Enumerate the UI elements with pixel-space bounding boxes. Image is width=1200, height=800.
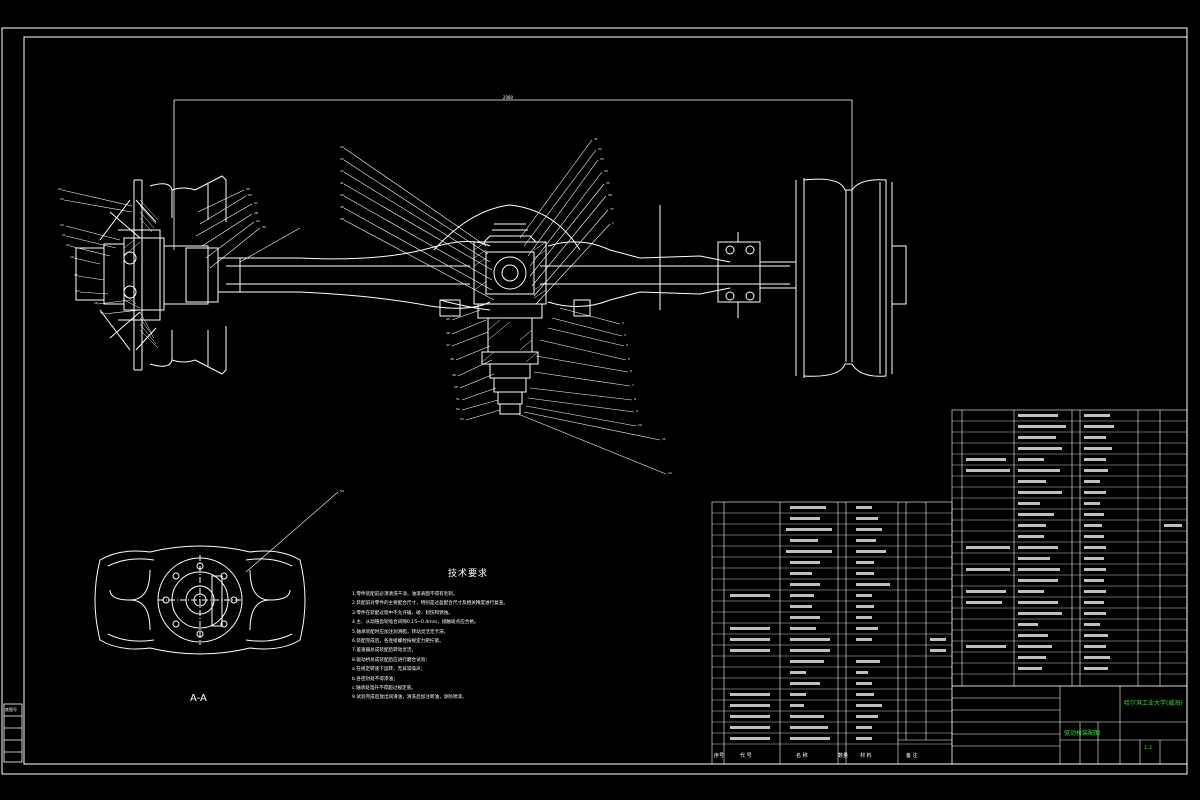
svg-text:23: 23 — [60, 197, 64, 201]
svg-text:27: 27 — [254, 201, 258, 205]
note-line: 9.试验完成后放出润滑油，清洗后加注新油，涂防锈漆。 — [352, 695, 467, 701]
note-line: 3.零件在装配过程中不允许磕、碰、划伤和锈蚀。 — [352, 610, 453, 616]
drawing-frame — [1, 27, 1188, 775]
svg-text:8: 8 — [634, 397, 636, 401]
svg-text:18: 18 — [74, 273, 78, 277]
bom-header-seq: 序号 — [714, 753, 725, 759]
svg-text:34: 34 — [604, 169, 608, 173]
svg-text:21: 21 — [62, 233, 66, 237]
axle-housing — [226, 204, 790, 311]
note-line: 1.零件装配前必须清洗干净，油漆表面不得有毛刺。 — [352, 592, 458, 597]
svg-text:10: 10 — [638, 423, 642, 427]
svg-text:29: 29 — [256, 219, 260, 223]
note-line: 5.轴承装配时应加注润滑脂，转动灵活无卡滞。 — [352, 629, 449, 635]
svg-text:22: 22 — [60, 223, 64, 227]
svg-text:48: 48 — [450, 357, 454, 361]
svg-text:19: 19 — [70, 255, 74, 259]
note-line: b.各密封处不得渗油； — [352, 676, 398, 682]
svg-text:40: 40 — [340, 193, 344, 197]
svg-text:46: 46 — [446, 331, 450, 335]
svg-text:24: 24 — [58, 187, 62, 191]
svg-text:39: 39 — [340, 205, 344, 209]
svg-text:6: 6 — [630, 369, 632, 373]
title-block-school: 哈尔滨工业大学(威海) — [1124, 700, 1183, 707]
svg-text:26: 26 — [248, 193, 252, 197]
note-line: a.在规定转速下运转，无异常噪声； — [352, 667, 426, 673]
section-aa-view — [94, 545, 306, 655]
svg-text:25: 25 — [246, 187, 250, 191]
svg-text:17: 17 — [76, 289, 80, 293]
svg-text:36: 36 — [608, 193, 612, 197]
svg-text:5: 5 — [628, 357, 630, 361]
svg-text:35: 35 — [606, 181, 610, 185]
svg-text:20: 20 — [66, 243, 70, 247]
left-stamp-block — [3, 703, 23, 763]
svg-text:1: 1 — [612, 221, 614, 225]
title-block-drawing-name: 驱动桥装配图 — [1064, 730, 1101, 737]
note-line: 7.差速器总成装配后转动灵活。 — [352, 648, 417, 654]
svg-text:54: 54 — [340, 489, 344, 493]
bom-header-name: 名 称 — [796, 753, 808, 759]
bom-lower — [711, 501, 953, 765]
svg-text:28: 28 — [254, 211, 258, 215]
svg-text:50: 50 — [454, 385, 458, 389]
svg-text:41: 41 — [340, 181, 344, 185]
bom-header-material: 材 料 — [860, 753, 872, 759]
svg-text:37: 37 — [610, 207, 614, 211]
svg-text:2: 2 — [622, 321, 624, 325]
bom-header-qty: 数量 — [838, 753, 849, 759]
svg-text:53: 53 — [460, 417, 464, 421]
title-block — [951, 685, 1188, 765]
bom-header-remark: 备 注 — [906, 753, 918, 759]
svg-text:44: 44 — [340, 145, 344, 149]
svg-text:47: 47 — [446, 343, 450, 347]
svg-text:16: 16 — [94, 301, 98, 305]
section-aa-label: A-A — [190, 693, 207, 704]
title-block-scale: 1:2 — [1144, 745, 1153, 751]
svg-text:51: 51 — [456, 397, 460, 401]
bom-upper-text-bars — [966, 414, 1182, 670]
bom-lower-rows — [712, 512, 952, 745]
svg-text:30: 30 — [262, 225, 266, 229]
svg-text:12: 12 — [668, 471, 672, 475]
differential-carrier — [439, 223, 591, 415]
note-line: c.轴承处温升不得超过规定值。 — [352, 686, 416, 692]
note-line: 4.主、从动锥齿轮啮合间隙0.15~0.4mm，接触斑点应合格。 — [352, 620, 479, 626]
left-stamp-label: 底图号 — [5, 707, 17, 712]
svg-text:9: 9 — [636, 409, 638, 413]
note-line: 8.驱动桥总成装配后应进行磨合试验： — [352, 657, 430, 663]
left-wheel-assembly — [75, 175, 241, 375]
left-hub-hatching — [123, 199, 159, 349]
svg-text:42: 42 — [340, 169, 344, 173]
svg-text:3: 3 — [624, 333, 626, 337]
note-line: 6.装配完成后，各连接螺栓按规定力矩拧紧。 — [352, 639, 444, 645]
bom-upper-rows — [952, 420, 1187, 675]
differential-hatching — [473, 241, 547, 363]
svg-text:38: 38 — [340, 217, 344, 221]
svg-text:45: 45 — [446, 317, 450, 321]
bom-header-code: 代 号 — [740, 753, 752, 759]
overall-dimension — [173, 99, 853, 250]
svg-text:52: 52 — [456, 407, 460, 411]
leader-lines — [61, 139, 667, 573]
svg-text:4: 4 — [626, 343, 628, 347]
technical-notes: 1.零件装配前必须清洗干净，油漆表面不得有毛刺。 2.装配前对零件的主要配合尺寸… — [352, 590, 692, 703]
svg-text:15: 15 — [100, 311, 104, 315]
technical-requirements-title: 技术要求 — [448, 569, 489, 579]
svg-text:33: 33 — [600, 157, 604, 161]
overall-dimension-value: 2080 — [503, 95, 514, 100]
note-line: 2.装配前对零件的主要配合尺寸，特别是过盈配合尺寸及相关精度进行复查。 — [352, 601, 508, 607]
svg-text:11: 11 — [662, 437, 666, 441]
svg-text:7: 7 — [632, 383, 634, 387]
svg-text:32: 32 — [598, 147, 602, 151]
svg-text:49: 49 — [452, 373, 456, 377]
svg-text:31: 31 — [594, 137, 598, 141]
bom-lower-text-bars — [730, 506, 946, 740]
svg-text:43: 43 — [340, 157, 344, 161]
right-wheel-assembly — [717, 178, 907, 378]
